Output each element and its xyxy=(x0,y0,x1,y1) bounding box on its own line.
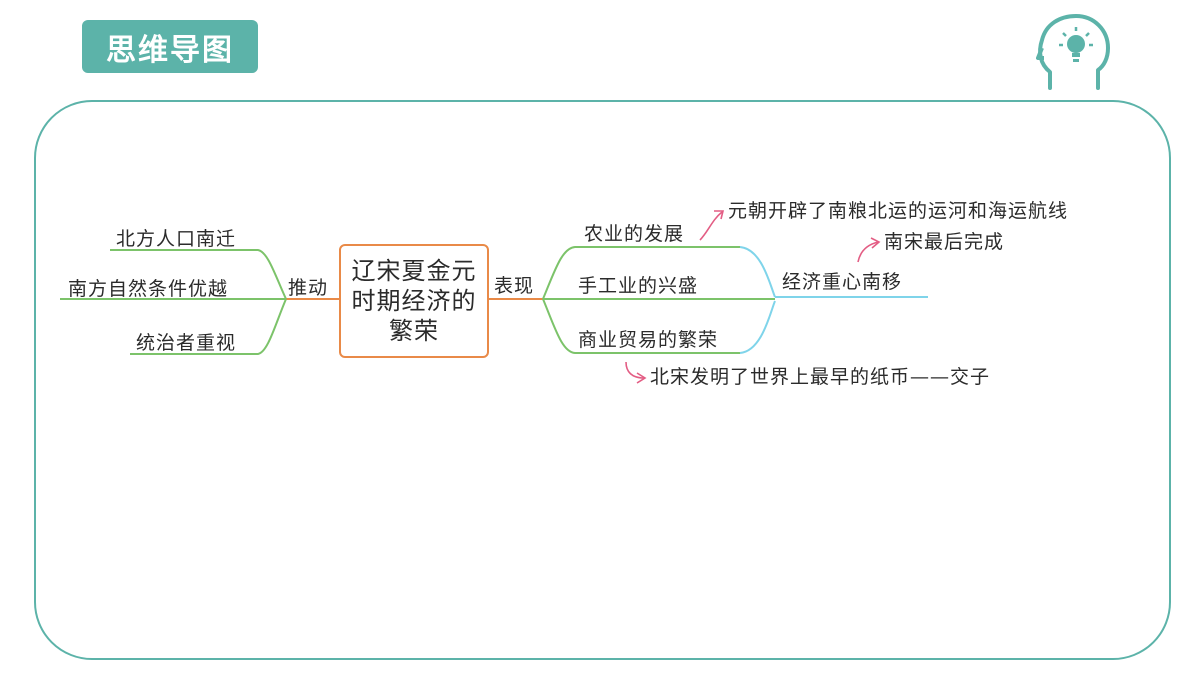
center-node-label: 辽宋夏金元时期经济的繁荣 xyxy=(351,257,477,345)
note-result: 南宋最后完成 xyxy=(884,231,1005,253)
connector-left-1 xyxy=(110,249,287,300)
arrow-agriculture-note xyxy=(699,211,723,241)
left-item-3: 统治者重视 xyxy=(136,332,237,354)
connector-left-3 xyxy=(130,298,287,355)
left-relation-label: 推动 xyxy=(288,277,329,299)
result-node: 经济重心南移 xyxy=(782,271,903,293)
connector-merge-bottom xyxy=(739,300,776,354)
left-item-2: 南方自然条件优越 xyxy=(68,278,229,300)
arrow-commerce-note xyxy=(625,361,645,379)
head-lightbulb-icon xyxy=(1036,14,1110,90)
note-agriculture: 元朝开辟了南粮北运的运河和海运航线 xyxy=(728,200,1069,222)
content-frame xyxy=(34,100,1171,660)
connector-merge-top xyxy=(739,246,776,298)
arrow-result-note xyxy=(857,241,879,263)
mindmap-center-node: 辽宋夏金元时期经济的繁荣 xyxy=(339,244,489,358)
right-item-3: 商业贸易的繁荣 xyxy=(578,329,719,351)
page-title: 思维导图 xyxy=(82,20,258,73)
right-relation-label: 表现 xyxy=(494,275,535,297)
right-item-1: 农业的发展 xyxy=(584,223,685,245)
left-item-1: 北方人口南迁 xyxy=(116,228,237,250)
right-item-2: 手工业的兴盛 xyxy=(578,275,699,297)
connector-right-1 xyxy=(542,246,740,300)
note-commerce: 北宋发明了世界上最早的纸币——交子 xyxy=(650,366,991,388)
connector-right-3 xyxy=(542,298,740,354)
